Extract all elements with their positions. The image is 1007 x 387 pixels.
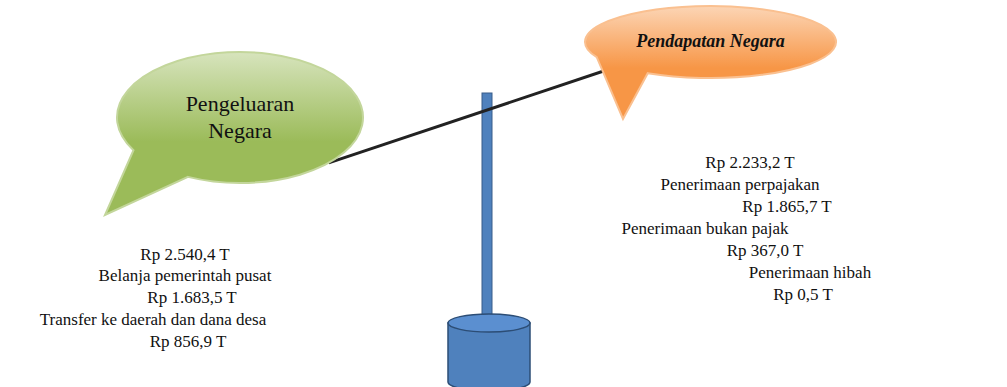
bubble-text-group: Pengeluaran Negara bbox=[155, 91, 325, 144]
revenue-bubble: Pendapatan Negara bbox=[583, 4, 838, 80]
amount-label: Rp 2.540,4 T bbox=[140, 245, 229, 265]
balance-base-top bbox=[448, 314, 530, 332]
amount-label: Rp 1.683,5 T bbox=[147, 288, 236, 308]
amount-label: Penerimaan bukan pajak bbox=[621, 219, 788, 239]
expense-bubble: Pengeluaran Negara bbox=[115, 50, 365, 185]
speech-bubble bbox=[585, 6, 836, 119]
amount-label: Rp 367,0 T bbox=[727, 241, 804, 261]
bubble-text-group: Pendapatan Negara bbox=[636, 31, 785, 53]
amount-label: Rp 2.233,2 T bbox=[705, 153, 794, 173]
amount-label: Penerimaan hibah bbox=[749, 263, 871, 283]
amount-label: Penerimaan perpajakan bbox=[660, 175, 819, 195]
bubble-title: Pendapatan Negara bbox=[636, 31, 785, 53]
amount-label: Rp 856,9 T bbox=[150, 332, 227, 352]
amount-label: Rp 0,5 T bbox=[773, 285, 833, 305]
speech-bubble bbox=[105, 52, 363, 215]
balance-beam bbox=[329, 66, 618, 163]
balance-post bbox=[482, 93, 492, 325]
bubble-title: Pengeluaran Negara bbox=[155, 91, 325, 144]
amount-label: Transfer ke daerah dan dana desa bbox=[40, 310, 266, 330]
amount-label: Rp 1.865,7 T bbox=[742, 197, 831, 217]
amount-label: Belanja pemerintah pusat bbox=[99, 266, 272, 286]
